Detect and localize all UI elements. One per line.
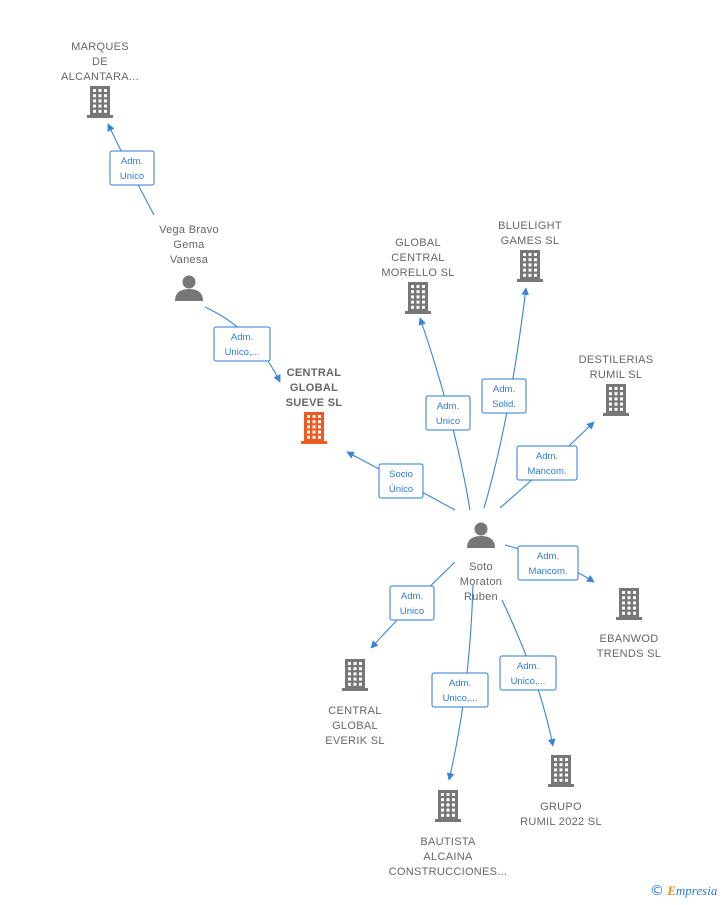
edge-label-line: Unico,... xyxy=(511,676,546,687)
edge-label-line: Unico,... xyxy=(443,693,478,704)
node-label-line: EVERIK SL xyxy=(325,735,385,747)
edge-label-line: Adm. xyxy=(401,591,423,602)
node-label-line: GAMES SL xyxy=(501,235,560,247)
node-label-line: GRUPO xyxy=(540,801,582,813)
edge-label: Adm. Unico xyxy=(109,150,155,186)
brand-initial: E xyxy=(667,883,676,898)
company-node-destilerias[interactable]: DESTILERIAS RUMIL SL xyxy=(579,354,654,416)
person-icon xyxy=(467,522,495,548)
company-node-ebanwod[interactable]: EBANWOD TRENDS SL xyxy=(597,588,661,660)
building-icon xyxy=(405,282,431,314)
node-label-line: ALCAINA xyxy=(423,851,473,863)
node-label-line: Vanesa xyxy=(170,254,209,266)
edge-label-line: Adm. xyxy=(537,551,559,562)
company-node-central-sueve[interactable]: CENTRAL GLOBAL SUEVE SL xyxy=(286,367,343,444)
edge-label-box xyxy=(378,463,424,499)
node-label-line: CENTRAL xyxy=(328,705,381,717)
company-node-bluelight[interactable]: BLUELIGHT GAMES SL xyxy=(498,220,562,282)
edge-label: Adm. Unico,... xyxy=(431,672,489,708)
company-node-grupo-rumil[interactable]: GRUPO RUMIL 2022 SL xyxy=(520,755,602,828)
person-icon xyxy=(175,275,203,301)
edge-label: Adm. Unico,... xyxy=(213,326,271,362)
building-icon xyxy=(342,659,368,691)
node-label-line: GLOBAL xyxy=(290,382,338,394)
edge-label-box xyxy=(481,378,527,414)
node-label-line: ALCANTARA... xyxy=(61,71,139,83)
node-label-line: RUMIL 2022 SL xyxy=(520,816,602,828)
edge-label-box xyxy=(389,585,435,621)
node-label-line: Vega Bravo xyxy=(159,224,219,236)
building-icon xyxy=(616,588,642,620)
edge-label-box xyxy=(431,672,489,708)
node-label-line: GLOBAL xyxy=(332,720,378,732)
node-label-line: MARQUES xyxy=(71,41,129,53)
edge-label-box xyxy=(516,445,578,481)
edge-label-line: Mancom. xyxy=(528,566,567,577)
node-label-line: GLOBAL xyxy=(395,237,441,249)
company-node-central-everik[interactable]: CENTRAL GLOBAL EVERIK SL xyxy=(325,659,385,747)
edge-label-line: Adm. xyxy=(517,661,539,672)
company-node-global-morello[interactable]: GLOBAL CENTRAL MORELLO SL xyxy=(381,237,454,314)
edge-label-line: Adm. xyxy=(449,678,471,689)
edge-label-line: Solid. xyxy=(492,399,516,410)
copyright-icon: © xyxy=(650,883,664,899)
node-label-line: BAUTISTA xyxy=(420,836,476,848)
node-label-line: Ruben xyxy=(464,591,498,603)
edge-label-box xyxy=(499,655,557,691)
building-icon xyxy=(603,384,629,416)
edge-label-box xyxy=(109,150,155,186)
company-node-marques[interactable]: MARQUES DE ALCANTARA... xyxy=(61,41,139,118)
edge-label-line: Único xyxy=(389,484,413,495)
edge-label-line: Adm. xyxy=(536,451,558,462)
company-node-bautista[interactable]: BAUTISTA ALCAINA CONSTRUCCIONES... xyxy=(389,790,508,878)
edge-label: Adm. Unico,... xyxy=(499,655,557,691)
edge-label-box xyxy=(425,395,471,431)
building-icon xyxy=(517,250,543,282)
node-label-line: TRENDS SL xyxy=(597,648,661,660)
node-label-line: CENTRAL xyxy=(391,252,444,264)
edge-label-line: Adm. xyxy=(437,401,459,412)
node-label-line: RUMIL SL xyxy=(590,369,643,381)
edge-label-line: Unico xyxy=(400,606,424,617)
node-label-line: CENTRAL xyxy=(287,367,342,379)
empresia-logo: © Empresia xyxy=(650,883,717,899)
edge-label-line: Unico,... xyxy=(225,347,260,358)
edge-label-box xyxy=(213,326,271,362)
building-icon xyxy=(435,790,461,822)
node-label-line: BLUELIGHT xyxy=(498,220,562,232)
edge-label-line: Adm. xyxy=(231,332,253,343)
node-label-line: DESTILERIAS xyxy=(579,354,654,366)
edge-label: Adm. Unico xyxy=(425,395,471,431)
edge-label-line: Unico xyxy=(120,171,144,182)
edge-label: Adm. Unico xyxy=(389,585,435,621)
edge-label-line: Mancom. xyxy=(527,466,566,477)
node-label-line: MORELLO SL xyxy=(381,267,454,279)
node-label-line: Moraton xyxy=(460,576,502,588)
edge-label: Adm. Mancom. xyxy=(517,545,579,581)
node-label-line: CONSTRUCCIONES... xyxy=(389,866,508,878)
building-icon xyxy=(548,755,574,787)
node-label-line: DE xyxy=(92,56,108,68)
building-icon xyxy=(301,412,327,444)
edge-label-line: Socio xyxy=(389,469,413,480)
edge-label: Adm. Mancom. xyxy=(516,445,578,481)
node-label-line: SUEVE SL xyxy=(286,397,343,409)
node-label-line: Gema xyxy=(173,239,205,251)
node-label-line: Soto xyxy=(469,561,493,573)
edge-label-line: Unico xyxy=(436,416,460,427)
building-icon xyxy=(87,86,113,118)
edge-label-line: Adm. xyxy=(493,384,515,395)
edge-label-box xyxy=(517,545,579,581)
edge-label-line: Adm. xyxy=(121,156,143,167)
brand-name: mpresia xyxy=(675,883,718,898)
edge-label: Adm. Solid. xyxy=(481,378,527,414)
node-label-line: EBANWOD xyxy=(600,633,659,645)
